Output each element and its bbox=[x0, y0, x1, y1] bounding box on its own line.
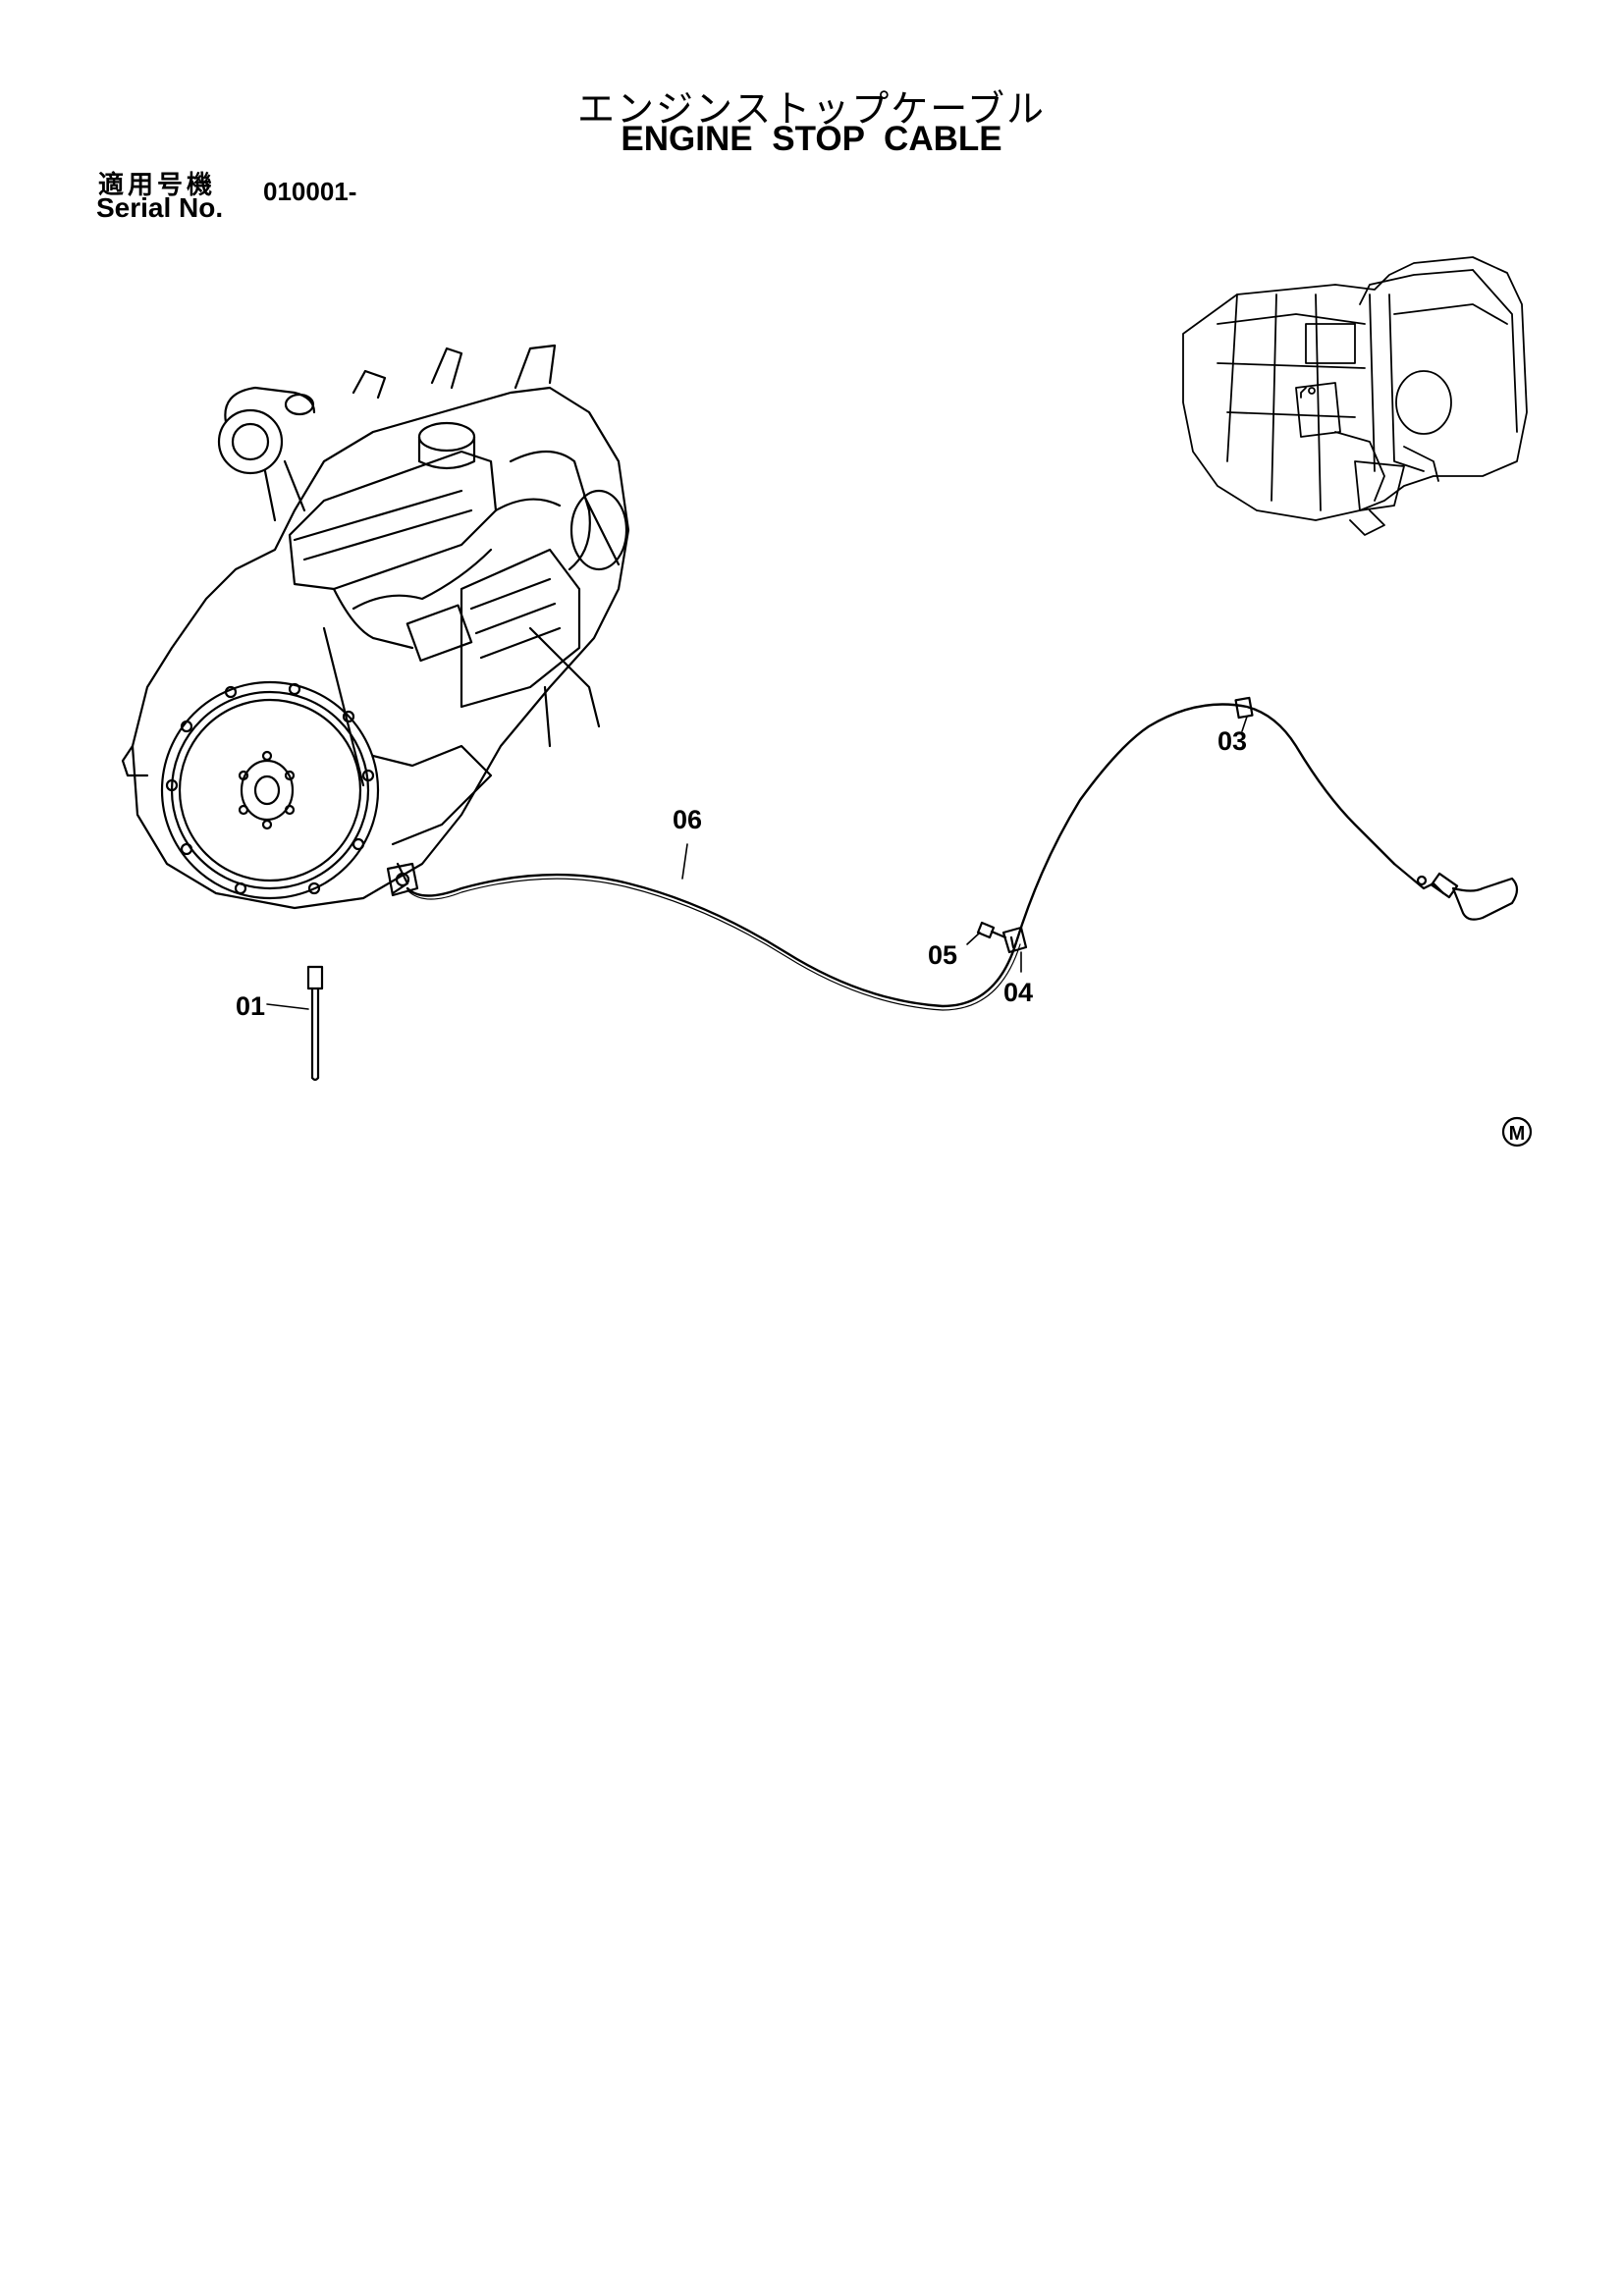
callout-03: 03 bbox=[1217, 726, 1247, 756]
leader-06 bbox=[681, 843, 688, 880]
title-english: ENGINE STOP CABLE bbox=[621, 120, 1002, 158]
callout-04: 04 bbox=[1003, 978, 1033, 1007]
callout-05: 05 bbox=[928, 940, 957, 970]
serial-number-value: 010001- bbox=[263, 177, 357, 206]
m-mark-letter: M bbox=[1509, 1123, 1526, 1145]
leader-lines bbox=[266, 716, 1248, 1010]
title-japanese: エンジンストップケーブル bbox=[577, 87, 1046, 131]
leader-01 bbox=[266, 1003, 309, 1010]
callout-06: 06 bbox=[673, 805, 702, 834]
serial-label-japanese: 適用号機 bbox=[98, 171, 217, 200]
m-mark-symbol: M bbox=[1501, 1116, 1533, 1148]
engine-stop-cable bbox=[406, 703, 1396, 1008]
leader-03 bbox=[1241, 716, 1248, 732]
bolt-05 bbox=[976, 921, 1007, 939]
engine-assembly bbox=[121, 344, 630, 910]
callout-01: 01 bbox=[236, 991, 265, 1021]
clamp-04 bbox=[1001, 926, 1028, 954]
serial-label-english: Serial No. bbox=[96, 192, 224, 223]
stop-knob bbox=[1392, 862, 1519, 921]
cable-tie-01 bbox=[306, 965, 324, 1082]
leader-05 bbox=[966, 932, 981, 945]
cable-clamp-03 bbox=[1234, 696, 1254, 720]
machine-location-icon bbox=[1182, 256, 1528, 536]
